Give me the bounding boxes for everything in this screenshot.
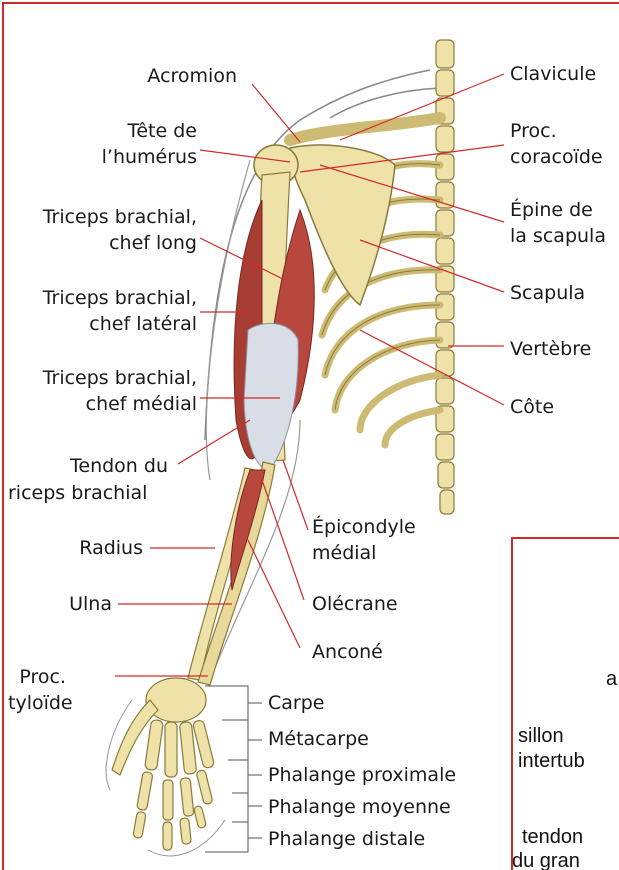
label-acromion: Acromion <box>60 65 237 87</box>
leader-tendon-triceps <box>178 420 250 464</box>
clavicle <box>290 118 440 140</box>
label-epine-scapula-2: la scapula <box>510 225 606 247</box>
leader-acromion <box>252 84 300 142</box>
label-triceps-medial-1: Triceps brachial, <box>8 367 197 389</box>
label-radius: Radius <box>8 537 143 559</box>
triceps-tendon <box>244 323 298 470</box>
label-proc-styloide-2: tyloïde <box>8 692 73 714</box>
label-vertebre: Vertèbre <box>510 338 591 360</box>
label-cote: Côte <box>510 396 554 418</box>
label-metacarpe: Métacarpe <box>268 728 369 750</box>
label-olecrane: Olécrane <box>312 593 398 615</box>
label-triceps-lateral-2: chef latéral <box>8 313 197 335</box>
label-ancone: Anconé <box>312 641 383 663</box>
hand <box>112 678 215 850</box>
label-epicondyle-2: médial <box>312 542 376 564</box>
spine <box>436 40 454 514</box>
label-epicondyle-1: Épicondyle <box>312 516 416 538</box>
hand-bracket <box>205 686 262 852</box>
label-scapula: Scapula <box>510 282 585 304</box>
label-phalange-moyenne: Phalange moyenne <box>268 796 451 818</box>
leader-clavicule <box>340 74 504 140</box>
label-epine-scapula-1: Épine de <box>510 199 593 221</box>
label-clavicule: Clavicule <box>510 63 596 85</box>
label-phalange-distale: Phalange distale <box>268 828 425 850</box>
label-proc-coracoide-2: coracoïde <box>510 146 603 168</box>
leader-scapula <box>360 240 504 292</box>
label-triceps-long-1: Triceps brachial, <box>8 206 197 228</box>
label-tete-humerus-1: Tête de <box>60 120 197 142</box>
label-ulna: Ulna <box>8 593 112 615</box>
label-triceps-lateral-1: Triceps brachial, <box>8 287 197 309</box>
label-tete-humerus-2: l’humérus <box>60 146 197 168</box>
label-tendon-triceps-2: riceps brachial <box>8 482 147 504</box>
label-tendon-triceps-1: Tendon du <box>8 455 168 477</box>
label-proc-coracoide-1: Proc. <box>510 120 557 142</box>
label-proc-styloide-1: Proc. <box>8 666 66 688</box>
label-triceps-long-2: chef long <box>8 232 197 254</box>
inset-text-sillon: sillon <box>518 725 564 747</box>
label-carpe: Carpe <box>268 692 324 714</box>
inset-text-a: a <box>606 668 617 690</box>
inset-text-tendon: tendon <box>522 826 583 848</box>
label-triceps-medial-2: chef médial <box>8 393 197 415</box>
label-phalange-proximale: Phalange proximale <box>268 764 456 786</box>
inset-text-du-gran: du gran <box>512 850 580 870</box>
inset-text-intertub: intertub <box>518 750 585 772</box>
leader-ancone <box>248 540 300 648</box>
inset-panel <box>511 537 619 870</box>
